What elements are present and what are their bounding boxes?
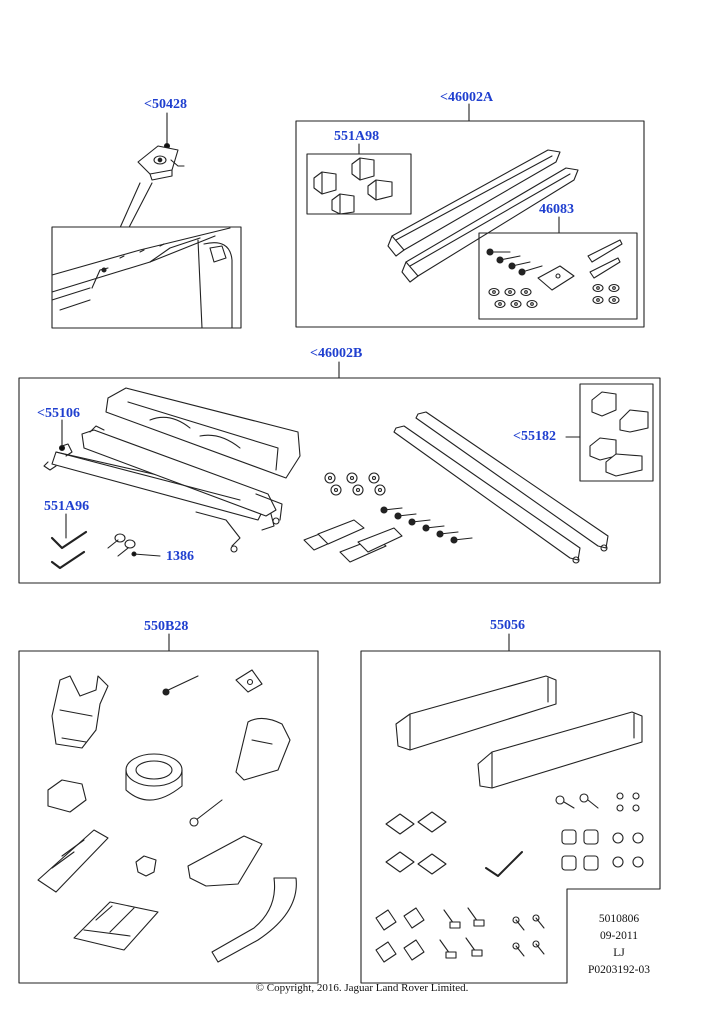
- callout-551A96[interactable]: 551A96: [44, 499, 90, 514]
- callout-1386[interactable]: 1386: [166, 549, 194, 564]
- diagram-meta: 5010806 09-2011 LJ P0203192-03: [574, 911, 664, 979]
- load-bars-55182: [394, 412, 608, 563]
- rubber-pads-551A98: [314, 158, 392, 214]
- callout-46083[interactable]: 46083: [539, 202, 574, 217]
- callout-55056[interactable]: 55056: [490, 618, 525, 633]
- copyright-notice: © Copyright, 2016. Jaguar Land Rover Lim…: [255, 982, 469, 994]
- callout-55182[interactable]: <55182: [513, 429, 556, 444]
- crossbars-46002B: [44, 426, 282, 552]
- box-55056-frame: [361, 651, 660, 983]
- meta-initials: LJ: [613, 947, 625, 959]
- box-55182-frame: [580, 384, 653, 481]
- roof-inset-drawing: [52, 227, 241, 328]
- storage-bag-drawing: [106, 388, 300, 478]
- allen-keys-551A96: [52, 514, 86, 568]
- callout-46002B[interactable]: <46002B: [310, 346, 363, 361]
- meta-code: 5010806: [598, 913, 640, 925]
- fixing-kit-46083: [487, 240, 622, 308]
- fixing-bracket-drawing: [138, 146, 184, 180]
- ski-carrier-kit-55056: [376, 676, 643, 962]
- rubber-pads-55182: [590, 392, 648, 476]
- box-46083-frame: [479, 233, 637, 319]
- callout-50428[interactable]: <50428: [144, 97, 187, 112]
- box-550B28-frame: [19, 651, 318, 983]
- box-46002A-frame: [296, 121, 644, 327]
- box-46002B-frame: [19, 378, 660, 583]
- washers-and-bolts-46002B: [304, 473, 472, 562]
- callout-55106[interactable]: <55106: [37, 406, 80, 421]
- box-551A98-frame: [307, 154, 411, 214]
- crossbars-46002A: [388, 150, 578, 282]
- keys-1386: [108, 534, 160, 556]
- callout-46002A[interactable]: <46002A: [440, 90, 494, 105]
- meta-ref: P0203192-03: [588, 964, 650, 976]
- bike-carrier-kit-550B28: [38, 670, 296, 962]
- meta-date: 09-2011: [600, 930, 638, 942]
- callout-551A98[interactable]: 551A98: [334, 129, 380, 144]
- callout-550B28[interactable]: 550B28: [144, 619, 189, 634]
